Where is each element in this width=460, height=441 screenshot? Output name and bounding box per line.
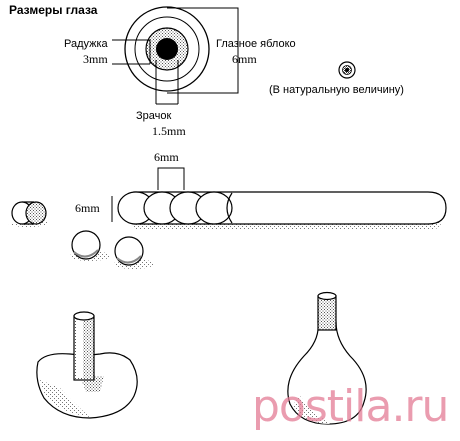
inner-ring — [134, 16, 200, 82]
natural-size-eye — [338, 61, 356, 79]
diagram-title: Размеры глаза — [9, 3, 98, 17]
pupil-circle — [156, 38, 178, 60]
teardrop-stick — [317, 295, 337, 331]
dimension-lines — [111, 7, 239, 222]
small-cylinder — [8, 201, 48, 227]
eyeball-label: Глазное яблоко — [216, 38, 296, 50]
iris-dimension-line — [112, 39, 151, 65]
teardrop-with-stick — [287, 291, 367, 425]
rod-segment-size-label: 6mm — [154, 150, 179, 164]
eye-cross-section — [124, 6, 210, 92]
iris-size-label: 3mm — [83, 52, 108, 66]
pupil-size-label: 1.5mm — [152, 124, 186, 138]
pupil-dimension-line — [155, 60, 179, 105]
natural-size-note: (В натуральную величину) — [269, 84, 404, 96]
eyeball-size-label: 6mm — [232, 52, 257, 66]
eye-bead-rod — [117, 191, 447, 230]
pupil-label: Зрачок — [136, 110, 172, 122]
rod-side-size-label: 6mm — [75, 201, 100, 215]
stand-with-stick — [36, 311, 138, 419]
ball-2 — [114, 236, 154, 269]
watermark-text: postila.ru — [252, 381, 449, 432]
rod-segment-dimension — [157, 167, 185, 190]
rod-bead-4 — [195, 191, 233, 225]
eyeball-dimension-line — [167, 7, 239, 94]
teardrop-body — [287, 321, 367, 425]
iris-label: Радужка — [64, 38, 108, 50]
ball-1 — [70, 230, 110, 261]
